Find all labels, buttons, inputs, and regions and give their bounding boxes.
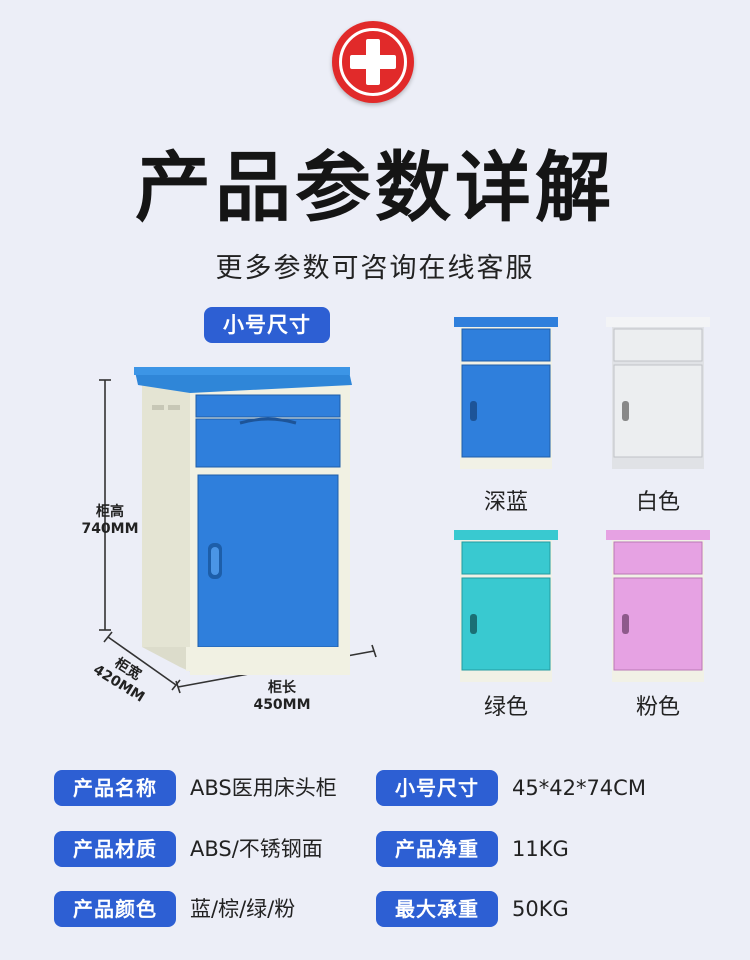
spec-value-color: 蓝/棕/绿/粉 xyxy=(190,897,296,921)
medical-cross-icon xyxy=(332,21,414,103)
height-value: 740MM xyxy=(81,521,139,537)
page-subtitle: 更多参数可咨询在线客服 xyxy=(215,253,535,284)
spec-label-name: 产品名称 xyxy=(54,770,176,806)
spec-value-max-load: 50KG xyxy=(512,897,569,921)
length-value: 450MM xyxy=(253,697,311,713)
height-label: 柜高 xyxy=(96,504,124,520)
main-cabinet-illustration xyxy=(99,367,377,694)
length-dimension: 柜长 450MM xyxy=(222,680,342,714)
spec-label-net-weight: 产品净重 xyxy=(376,831,498,867)
spec-label-material: 产品材质 xyxy=(54,831,176,867)
cabinet-pink xyxy=(606,530,710,682)
page-title: 产品参数详解 xyxy=(135,143,615,232)
spec-value-material: ABS/不锈钢面 xyxy=(190,837,323,861)
spec-label-max-load: 最大承重 xyxy=(376,891,498,927)
color-label-white: 白色 xyxy=(635,490,680,515)
spec-value-name: ABS医用床头柜 xyxy=(190,776,337,800)
color-label-pink: 粉色 xyxy=(635,695,680,720)
spec-label-color: 产品颜色 xyxy=(54,891,176,927)
cabinet-white xyxy=(606,317,710,469)
color-label-green: 绿色 xyxy=(483,695,528,720)
spec-value-net-weight: 11KG xyxy=(512,837,569,861)
length-label: 柜长 xyxy=(268,680,296,696)
color-label-dark-blue: 深蓝 xyxy=(483,490,528,515)
cabinet-dark-blue xyxy=(454,317,558,469)
spec-label-size: 小号尺寸 xyxy=(376,770,498,806)
size-badge: 小号尺寸 xyxy=(204,307,330,343)
cabinet-green xyxy=(454,530,558,682)
height-dimension: 柜高 740MM xyxy=(60,504,160,538)
spec-value-size: 45*42*74CM xyxy=(512,776,646,800)
